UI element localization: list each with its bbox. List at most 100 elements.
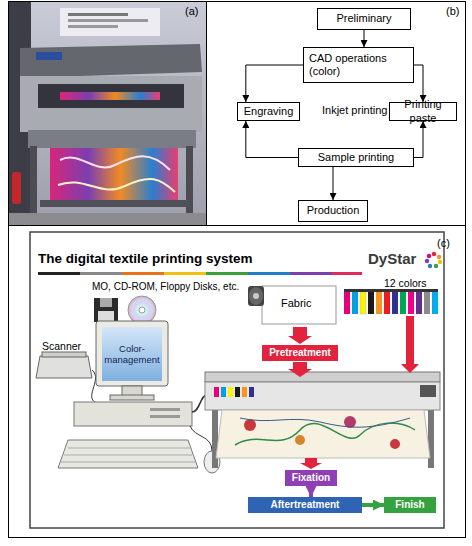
printer-beam: [205, 372, 440, 382]
ink-bottle: [400, 292, 406, 314]
ink-tank: [242, 387, 247, 397]
poster-line: [68, 13, 128, 16]
vine-motif: [240, 418, 410, 427]
color-stripe: [80, 272, 122, 275]
flow-arrow: [300, 458, 322, 469]
fabric-caption: Fabric: [281, 297, 312, 310]
process-box: CAD operations (color): [303, 47, 414, 83]
node-text: Aftertreatment: [271, 499, 340, 511]
ink-bottle: [416, 292, 422, 314]
keyboard: [58, 440, 198, 468]
ink-bottle: [360, 292, 366, 314]
printed-fabric: [216, 410, 430, 458]
process-step: Aftertreatment: [248, 497, 362, 513]
floor: [9, 213, 206, 225]
step-text: Inkjet printing: [322, 104, 387, 117]
node-text: Printing paste: [392, 98, 454, 124]
logo-dot: [427, 254, 431, 258]
media-caption: MO, CD-ROM, Floppy Disks, etc.: [92, 281, 239, 293]
booth-poster: [60, 8, 160, 36]
ink-bottle: [424, 292, 430, 314]
process-step: Finish: [384, 497, 436, 513]
flow-arrow: [401, 316, 419, 373]
logo-dot: [437, 255, 441, 259]
printer-front: [20, 76, 202, 132]
photo-background: [9, 2, 206, 225]
key-rows: [61, 448, 195, 462]
drive-slot: [150, 415, 180, 418]
monitor-body: [96, 321, 168, 386]
flower-motif: [390, 439, 400, 449]
printer-leg: [212, 408, 218, 468]
ink-tank: [235, 387, 240, 397]
flow-arrow: [333, 167, 334, 200]
panel-frame: (a): [8, 1, 207, 226]
node-text: Sample printing: [318, 151, 394, 164]
process-step: Pretreatment: [262, 345, 338, 361]
color-stripe: [122, 272, 164, 275]
fabric-pattern: [60, 156, 170, 170]
floppy-shutter: [100, 298, 112, 307]
brand-logo: DyStar: [368, 250, 416, 268]
color-stripe: [38, 272, 80, 275]
roll-end: [249, 287, 263, 305]
process-arrow: [362, 503, 384, 507]
flower-motif: [244, 419, 256, 431]
ink-bottle: [376, 292, 382, 314]
panel-label: (c): [437, 237, 450, 250]
flow-arrow: [288, 327, 312, 344]
device-caption: Scanner: [42, 340, 81, 353]
color-stripe: [248, 272, 290, 275]
color-stripe: [290, 272, 332, 275]
flow-arrow: [414, 121, 423, 158]
fabric-pattern: [58, 179, 175, 192]
printed-streak: [60, 92, 160, 100]
cd-disc: [128, 296, 156, 324]
bottle-caps: [344, 289, 438, 292]
logo-dot: [434, 264, 438, 268]
panel-label: (a): [185, 5, 198, 18]
vine-motif: [235, 423, 415, 445]
printer-window: [38, 84, 184, 108]
process-arrow: [309, 486, 313, 497]
color-stripe: [164, 272, 206, 275]
system-illustration: [30, 232, 444, 528]
node-text: Production: [307, 204, 360, 217]
printer-logo: [36, 52, 62, 60]
logo-ring: [425, 252, 442, 268]
process-box: Engraving: [237, 102, 300, 121]
logo-dot: [428, 264, 432, 268]
ink-tank: [228, 387, 233, 397]
logo-dot: [432, 252, 436, 256]
printer-base: [28, 130, 196, 148]
fabric-roll: [248, 286, 264, 306]
panel-label: (b): [446, 5, 459, 18]
printer-leg: [30, 146, 37, 216]
monitor-screen: Color-management: [102, 327, 162, 381]
flow-arrow: [246, 65, 303, 102]
process-box: Preliminary: [317, 8, 411, 30]
poster-line: [68, 25, 118, 28]
cd-hole: [139, 307, 145, 313]
ink-tank: [221, 387, 226, 397]
flow-arrow: [288, 362, 312, 377]
ink-bottle: [408, 292, 414, 314]
flower-motif: [295, 435, 305, 445]
floppy-disk: [94, 298, 118, 322]
monitor-foot: [110, 395, 154, 400]
ink-bottle: [368, 292, 374, 314]
floppy-label: [98, 311, 114, 321]
process-box: Production: [298, 200, 368, 222]
ink-bottle: [352, 292, 358, 314]
process-box: Printing paste: [389, 102, 457, 121]
printer-housing: [20, 44, 202, 78]
printed-fabric: [50, 148, 178, 202]
drive-slot: [150, 408, 180, 411]
node-text: Preliminary: [336, 12, 391, 25]
fabric-roll: [40, 200, 190, 207]
ink-bottle: [344, 292, 350, 314]
logo-dot: [438, 260, 442, 264]
ink-bottle: [432, 292, 438, 314]
node-text: Engraving: [244, 105, 294, 118]
